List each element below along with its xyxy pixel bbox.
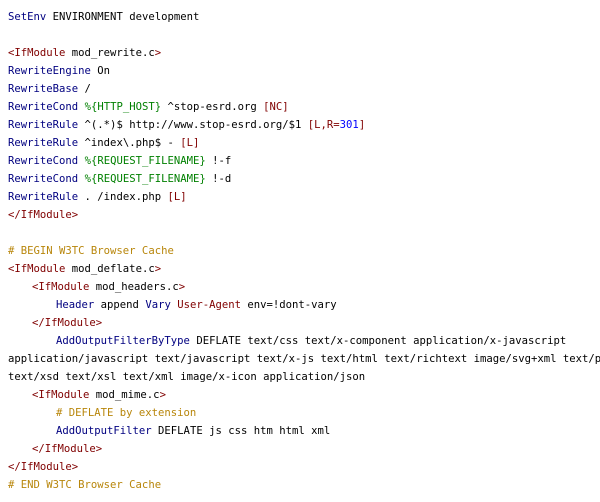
code-token: %{REQUEST_FILENAME} (84, 155, 206, 167)
code-token: %{HTTP_HOST} (84, 101, 162, 113)
code-token: ENVIRONMENT development (46, 11, 200, 23)
code-token: RewriteRule (8, 137, 79, 149)
code-token: env=!dont-vary (241, 299, 337, 311)
code-token: # END W3TC Browser Cache (8, 479, 162, 491)
code-token: application/javascript text/javascript t… (8, 353, 600, 365)
code-line: RewriteRule ^(.*)$ http://www.stop-esrd.… (8, 116, 600, 134)
code-line: AddOutputFilter DEFLATE js css htm html … (8, 422, 600, 440)
code-token: > (154, 263, 162, 275)
code-token: !-f (205, 155, 232, 167)
code-token: / (78, 83, 91, 95)
code-token: </IfModule> (32, 443, 103, 455)
code-token: <IfModule (8, 263, 66, 275)
code-token: <IfModule (8, 47, 66, 59)
code-token: [NC] (263, 101, 289, 113)
code-line: # END W3TC Browser Cache (8, 476, 600, 494)
code-line (8, 26, 600, 44)
code-token: </IfModule> (8, 209, 79, 221)
code-token: On (90, 65, 111, 77)
code-token: Header (56, 299, 95, 311)
code-line: RewriteCond %{REQUEST_FILENAME} !-d (8, 170, 600, 188)
code-token: # BEGIN W3TC Browser Cache (8, 245, 174, 257)
code-line: <IfModule mod_rewrite.c> (8, 44, 600, 62)
code-token: 301 (339, 119, 359, 131)
code-token: User-Agent (177, 299, 241, 311)
code-token: %{REQUEST_FILENAME} (84, 173, 206, 185)
code-token: RewriteCond (8, 155, 79, 167)
code-line: </IfModule> (8, 314, 600, 332)
code-line: </IfModule> (8, 440, 600, 458)
code-line: <IfModule mod_headers.c> (8, 278, 600, 296)
code-line: # BEGIN W3TC Browser Cache (8, 242, 600, 260)
code-line: # DEFLATE by extension (8, 404, 600, 422)
code-token: RewriteCond (8, 173, 79, 185)
code-token: !-d (205, 173, 232, 185)
code-line: RewriteCond %{REQUEST_FILENAME} !-f (8, 152, 600, 170)
code-line: application/javascript text/javascript t… (8, 350, 600, 368)
code-token: mod_headers.c (89, 281, 179, 293)
code-line: RewriteBase / (8, 80, 600, 98)
code-token: </IfModule> (32, 317, 103, 329)
code-line: RewriteCond %{HTTP_HOST} ^stop-esrd.org … (8, 98, 600, 116)
code-token: SetEnv (8, 11, 47, 23)
code-token: [L] (180, 137, 200, 149)
code-line: Header append Vary User-Agent env=!dont-… (8, 296, 600, 314)
code-token: Vary (145, 299, 171, 311)
code-line: text/xsd text/xsl text/xml image/x-icon … (8, 368, 600, 386)
code-line: RewriteRule . /index.php [L] (8, 188, 600, 206)
code-token: ^index\.php$ - (78, 137, 181, 149)
code-token: RewriteCond (8, 101, 79, 113)
code-token: AddOutputFilter (56, 425, 152, 437)
code-token: # DEFLATE by extension (56, 407, 197, 419)
code-token: . /index.php (78, 191, 168, 203)
code-token: mod_rewrite.c (65, 47, 155, 59)
code-token: mod_deflate.c (65, 263, 155, 275)
code-line: AddOutputFilterByType DEFLATE text/css t… (8, 332, 600, 350)
code-line: SetEnv ENVIRONMENT development (8, 8, 600, 26)
code-token: RewriteBase (8, 83, 79, 95)
code-token: [L] (167, 191, 187, 203)
code-token: RewriteRule (8, 191, 79, 203)
code-token: DEFLATE text/css text/x-component applic… (189, 335, 567, 347)
code-line: </IfModule> (8, 206, 600, 224)
code-line (8, 224, 600, 242)
code-token: <IfModule (32, 281, 90, 293)
code-token: text/xsd text/xsl text/xml image/x-icon … (8, 371, 366, 383)
code-token: append (94, 299, 146, 311)
code-token: <IfModule (32, 389, 90, 401)
code-token: > (178, 281, 186, 293)
code-token: > (159, 389, 166, 401)
code-token: DEFLATE js css htm html xml (151, 425, 331, 437)
code-token: ^stop-esrd.org (161, 101, 264, 113)
code-token: [L,R= (307, 119, 340, 131)
code-token: </IfModule> (8, 461, 79, 473)
code-token: AddOutputFilterByType (56, 335, 190, 347)
code-line: RewriteEngine On (8, 62, 600, 80)
code-token: RewriteRule (8, 119, 79, 131)
code-token: RewriteEngine (8, 65, 91, 77)
code-token: ] (358, 119, 366, 131)
code-token: mod_mime.c (89, 389, 160, 401)
code-line: RewriteRule ^index\.php$ - [L] (8, 134, 600, 152)
code-token: > (154, 47, 162, 59)
code-line: </IfModule> (8, 458, 600, 476)
code-line: <IfModule mod_mime.c> (8, 386, 600, 404)
code-token: ^(.*)$ http://www.stop-esrd.org/$1 (78, 119, 308, 131)
code-line: <IfModule mod_deflate.c> (8, 260, 600, 278)
